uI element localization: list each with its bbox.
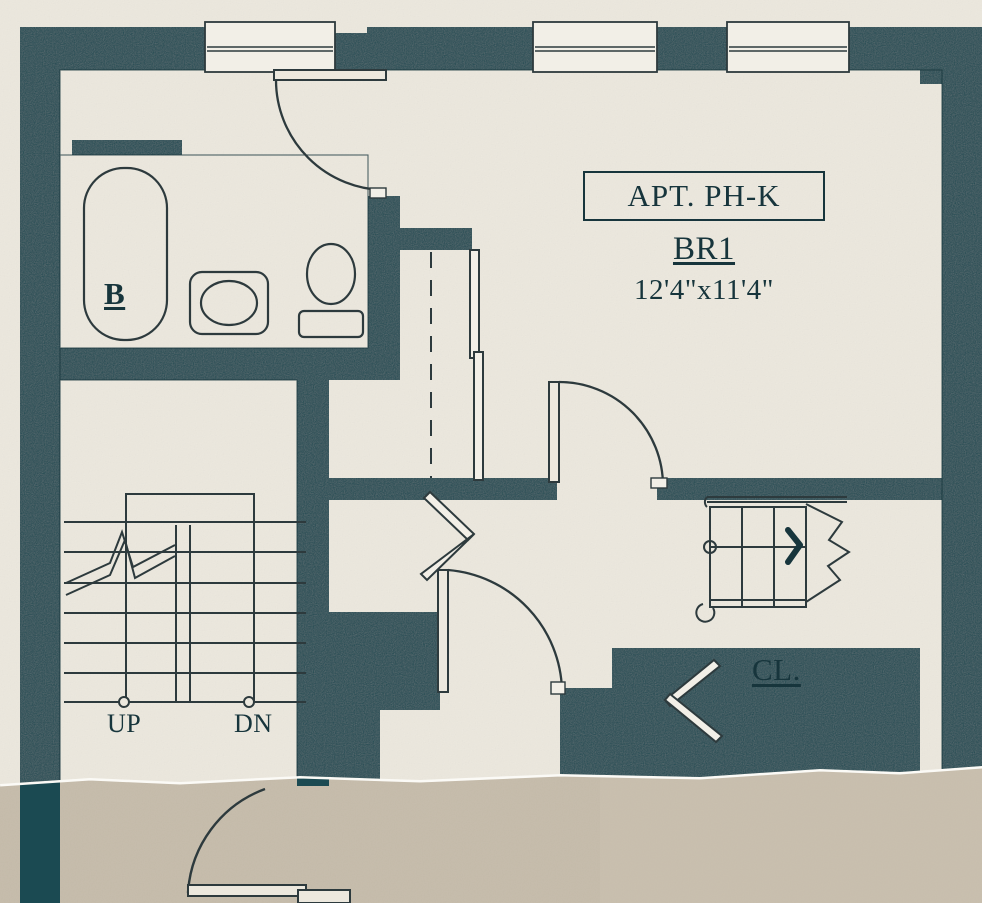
apartment-label: APT. PH-K <box>627 178 781 213</box>
lower-door-arc <box>186 787 266 894</box>
stair-up-marker <box>118 696 130 708</box>
wall-bath-east <box>368 196 400 366</box>
stair-up-label: UP <box>107 709 142 738</box>
closet-break-line <box>805 503 851 603</box>
wall-north-d <box>655 27 729 70</box>
room-name-label: BR1 <box>672 231 736 267</box>
door-bath-jamb <box>369 187 387 199</box>
door-br1-leaf <box>548 381 560 483</box>
bathtub-icon <box>82 166 169 342</box>
window-1 <box>204 21 336 73</box>
apartment-title-box: APT. PH-K <box>583 171 825 221</box>
stair-break-line-b <box>65 528 176 584</box>
toilet-tank-icon <box>297 309 365 339</box>
sink-bowl-icon <box>199 279 259 327</box>
door-bifold-hall <box>419 490 476 582</box>
sliding-panel-lower <box>473 351 484 481</box>
lower-page <box>0 766 982 903</box>
wall-tub-header <box>72 140 182 155</box>
wall-north-b <box>333 33 368 70</box>
door-br1-arc <box>558 380 665 487</box>
bifold-hall-panel-b <box>419 533 475 582</box>
door-bath-arc <box>274 79 387 192</box>
closet-shelf-detail <box>695 496 851 623</box>
wall-closet-lower <box>560 648 920 784</box>
window-2 <box>532 21 658 73</box>
door-hall-jamb <box>550 681 566 695</box>
wall-bath-south <box>20 348 400 380</box>
lower-door-jamb <box>297 889 351 903</box>
wall-closet-header <box>400 228 472 250</box>
door-br1-jamb <box>650 477 668 489</box>
door-br1 <box>548 380 668 489</box>
door-bifold-closet <box>663 658 724 744</box>
door-hall <box>437 568 566 695</box>
closet-arrow-icon <box>785 527 803 565</box>
bifold-closet-panel-b <box>663 692 724 744</box>
wall-east <box>942 27 982 784</box>
lower-page-shade-right <box>600 766 982 903</box>
bath-fixtures <box>82 166 365 342</box>
sliding-panel-upper <box>469 249 480 359</box>
wall-br1-south-a <box>329 478 557 500</box>
bathroom-label: B <box>104 276 126 311</box>
windows <box>204 21 850 73</box>
stair-run <box>64 493 306 708</box>
wall-north-c <box>367 27 533 70</box>
lower-wall-left <box>20 766 60 903</box>
wall-hall-block <box>329 612 440 784</box>
door-bath <box>273 69 387 199</box>
door-bath-leaf <box>273 69 387 81</box>
stair-down-marker <box>243 696 255 708</box>
lower-door-leaf <box>187 884 307 897</box>
upper-page <box>0 0 982 784</box>
toilet-bowl-icon <box>305 242 357 306</box>
door-hall-arc <box>447 568 564 691</box>
wall-br1-south-b <box>657 478 947 500</box>
lower-page-shade <box>0 766 982 903</box>
window-3 <box>726 21 850 73</box>
sink-counter-icon <box>188 270 270 336</box>
stair-down-label: DN <box>234 709 273 738</box>
door-hall-leaf <box>437 569 449 693</box>
door-sliding-closet <box>430 249 484 481</box>
closet-label: CL. <box>752 652 801 687</box>
lower-page-paper <box>0 766 982 903</box>
bifold-closet-panel-a <box>663 658 722 708</box>
stair-treads <box>64 521 306 703</box>
room-dimensions-label: 12'4"x11'4" <box>633 274 775 306</box>
walls <box>20 27 982 784</box>
wall-west <box>20 27 60 784</box>
